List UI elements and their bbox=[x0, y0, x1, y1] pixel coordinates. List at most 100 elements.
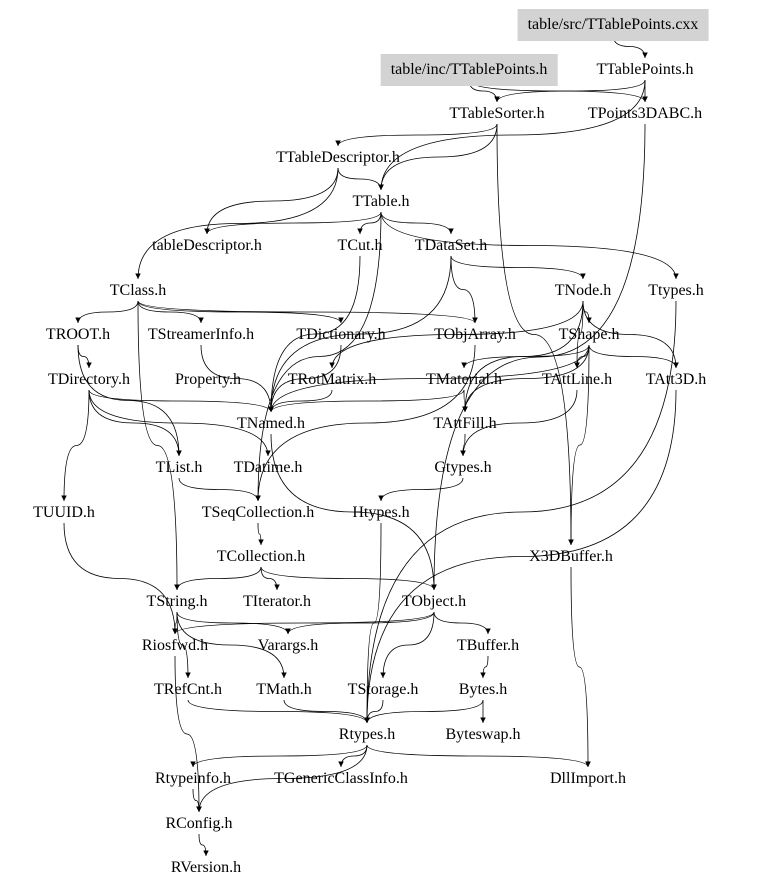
edge-tatt3d-to-rtypes bbox=[364, 389, 677, 724]
node-tstreamerinfo[interactable]: TStreamerInfo.h bbox=[147, 326, 255, 343]
edge-tobject-to-tbuffer bbox=[433, 611, 491, 635]
node-titerator[interactable]: TIterator.h bbox=[243, 593, 311, 610]
edge-tcollection-to-tstring bbox=[174, 566, 262, 591]
edge-tdirectory-to-tdatime bbox=[88, 389, 271, 457]
edge-rtypes-to-tgenericclassinfo bbox=[338, 744, 368, 768]
edge-bytes-to-rtypes bbox=[364, 699, 484, 724]
edge-tcut-to-tnamed bbox=[268, 255, 361, 413]
node-tshape[interactable]: TShape.h bbox=[558, 326, 620, 343]
node-tdirectory[interactable]: TDirectory.h bbox=[47, 371, 131, 388]
edge-tlist-to-tseqcollection bbox=[178, 477, 261, 502]
edge-tmaterial-to-tnamed bbox=[268, 389, 465, 413]
edge-x3dbuffer-to-dllimport bbox=[570, 566, 591, 768]
node-tlist[interactable]: TList.h bbox=[155, 459, 203, 476]
node-property[interactable]: Property.h bbox=[174, 371, 242, 388]
node-tmaterial[interactable]: TMaterial.h bbox=[426, 371, 502, 388]
node-troot[interactable]: TROOT.h bbox=[45, 326, 111, 343]
node-x3dbuffer[interactable]: X3DBuffer.h bbox=[529, 548, 613, 565]
edge-tdirectory-to-tnamed bbox=[88, 389, 274, 413]
edge-tuuid-to-riosfwd bbox=[63, 522, 178, 635]
node-ttablepoints[interactable]: TTablePoints.h bbox=[596, 61, 694, 78]
edge-ttable-to-tcut bbox=[357, 211, 382, 235]
node-tobject[interactable]: TObject.h bbox=[401, 593, 467, 610]
edge-tpoints3dabc-to-tobject bbox=[431, 123, 646, 591]
node-tdataset[interactable]: TDataSet.h bbox=[414, 237, 488, 254]
node-ttable[interactable]: TTable.h bbox=[352, 193, 410, 210]
node-cxx[interactable]: table/src/TTablePoints.cxx bbox=[517, 9, 709, 41]
node-tstring[interactable]: TString.h bbox=[146, 593, 208, 610]
edge-ttable-to-tabledescriptor bbox=[204, 211, 382, 235]
node-trefcnt[interactable]: TRefCnt.h bbox=[154, 681, 222, 698]
node-tuuid[interactable]: TUUID.h bbox=[33, 504, 95, 521]
node-inch[interactable]: table/inc/TTablePoints.h bbox=[380, 54, 558, 86]
edge-rtypeinfo-to-rconfig bbox=[192, 788, 202, 813]
node-tbuffer[interactable]: TBuffer.h bbox=[456, 637, 520, 654]
node-htypes[interactable]: Htypes.h bbox=[352, 504, 410, 521]
node-ttabledescriptor[interactable]: TTableDescriptor.h bbox=[276, 149, 400, 166]
node-tnode[interactable]: TNode.h bbox=[554, 282, 612, 299]
node-ttypes[interactable]: Ttypes.h bbox=[648, 282, 704, 299]
edge-riosfwd-to-rconfig bbox=[174, 655, 202, 813]
edge-trotmatrix-to-tnamed bbox=[268, 389, 333, 413]
edge-ttable-to-ttypes bbox=[380, 211, 679, 280]
node-rversion[interactable]: RVersion.h bbox=[170, 859, 242, 876]
edge-ttablepoints-to-ttable bbox=[378, 79, 646, 191]
edge-tattfill-to-gtypes bbox=[460, 433, 466, 457]
node-tnamed[interactable]: TNamed.h bbox=[237, 415, 305, 432]
edge-ttabledescriptor-to-tabledescriptor bbox=[204, 167, 339, 235]
edge-tobject-to-tstorage bbox=[380, 611, 435, 679]
edge-tdirectory-to-tlist bbox=[88, 389, 182, 457]
edge-tstring-to-trefcnt bbox=[176, 611, 191, 679]
edge-tstorage-to-rtypes bbox=[364, 699, 384, 724]
edge-tobject-to-varargs bbox=[285, 611, 435, 635]
edge-tdataset-to-tnamed bbox=[268, 255, 452, 413]
edge-tseqcollection-to-tcollection bbox=[257, 522, 264, 546]
node-rconfig[interactable]: RConfig.h bbox=[165, 815, 233, 832]
node-rtypes[interactable]: Rtypes.h bbox=[338, 726, 396, 743]
node-tcut[interactable]: TCut.h bbox=[337, 237, 383, 254]
edge-rtypes-to-rtypeinfo bbox=[190, 744, 368, 768]
edge-tshape-to-tattfill bbox=[462, 344, 590, 413]
edge-troot-to-tlist bbox=[77, 344, 182, 457]
node-tobjarray[interactable]: TObjArray.h bbox=[434, 326, 516, 343]
edge-tcollection-to-titerator bbox=[260, 566, 280, 591]
edge-tmaterial-to-tattfill bbox=[462, 389, 468, 413]
node-tdatime[interactable]: TDatime.h bbox=[233, 459, 303, 476]
edge-tclass-to-tstreamerinfo bbox=[137, 300, 204, 324]
node-tabledescriptor[interactable]: tableDescriptor.h bbox=[152, 237, 262, 254]
node-dllimport[interactable]: DllImport.h bbox=[550, 770, 626, 787]
node-tattline[interactable]: TAttLine.h bbox=[541, 371, 613, 388]
edge-ttable-to-tdataset bbox=[380, 211, 454, 235]
edge-ttablesorter-to-ttabledescriptor bbox=[335, 123, 498, 147]
edge-tshape-to-tnamed bbox=[268, 344, 590, 413]
node-tseqcollection[interactable]: TSeqCollection.h bbox=[201, 504, 315, 521]
edge-tmath-to-rtypes bbox=[283, 699, 370, 724]
node-rtypeinfo[interactable]: Rtypeinfo.h bbox=[155, 770, 231, 787]
node-riosfwd[interactable]: Riosfwd.h bbox=[141, 637, 209, 654]
node-ttablesorter[interactable]: TTableSorter.h bbox=[449, 105, 545, 122]
edge-tclass-to-tobjarray bbox=[137, 300, 478, 324]
node-tclass[interactable]: TClass.h bbox=[109, 282, 167, 299]
edge-rconfig-to-rversion bbox=[198, 833, 209, 857]
edge-gtypes-to-htypes bbox=[378, 477, 464, 502]
edge-tclass-to-tstring bbox=[137, 300, 180, 591]
node-byteswap[interactable]: Byteswap.h bbox=[445, 726, 521, 743]
node-tdictionary[interactable]: TDictionary.h bbox=[296, 326, 386, 343]
edge-tdictionary-to-tnamed bbox=[268, 344, 342, 413]
node-tatt3d[interactable]: TAtt3D.h bbox=[645, 371, 707, 388]
node-tpoints3dabc[interactable]: TPoints3DABC.h bbox=[587, 105, 703, 122]
edge-ttabledescriptor-to-tclass bbox=[135, 167, 339, 280]
node-trotmatrix[interactable]: TRotMatrix.h bbox=[287, 371, 377, 388]
node-gtypes[interactable]: Gtypes.h bbox=[434, 459, 492, 476]
node-tstorage[interactable]: TStorage.h bbox=[347, 681, 419, 698]
node-tgenericclassinfo[interactable]: TGenericClassInfo.h bbox=[274, 770, 408, 787]
node-tattfill[interactable]: TAttFill.h bbox=[433, 415, 497, 432]
node-tcollection[interactable]: TCollection.h bbox=[216, 548, 306, 565]
node-tmath[interactable]: TMath.h bbox=[256, 681, 312, 698]
node-varargs[interactable]: Varargs.h bbox=[257, 637, 319, 654]
edge-tstring-to-tmath bbox=[176, 611, 287, 679]
node-bytes[interactable]: Bytes.h bbox=[458, 681, 508, 698]
edge-tcollection-to-tobject bbox=[260, 566, 437, 591]
